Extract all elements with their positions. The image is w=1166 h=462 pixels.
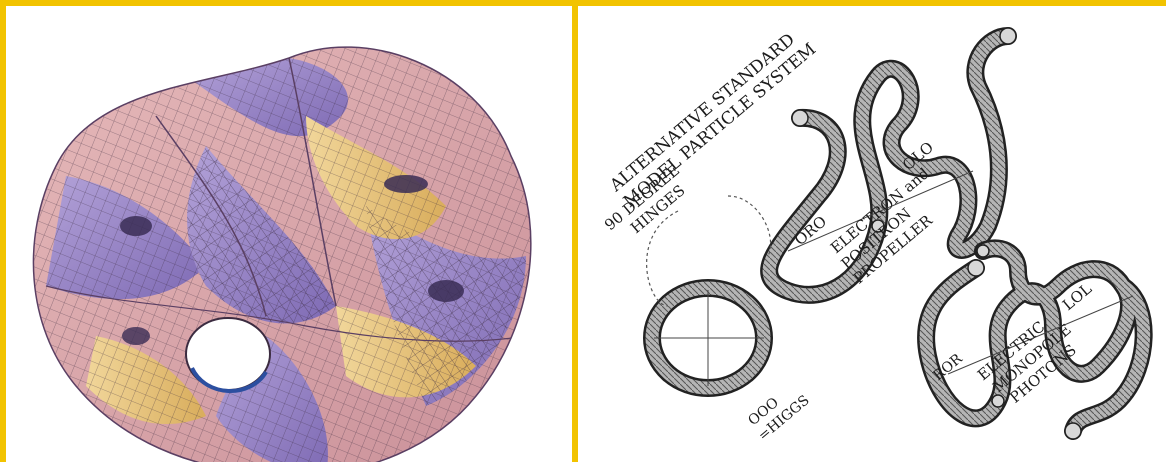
particle-diagram-panel: ALTERNATIVE STANDARD MODEL PARTICLE SYST… (578, 6, 1166, 462)
particle-diagram: ALTERNATIVE STANDARD MODEL PARTICLE SYST… (578, 6, 1166, 462)
surface-panel (6, 6, 572, 462)
calabi-yau-surface-icon (6, 6, 572, 462)
title-line-1: ALTERNATIVE STANDARD (606, 30, 799, 197)
